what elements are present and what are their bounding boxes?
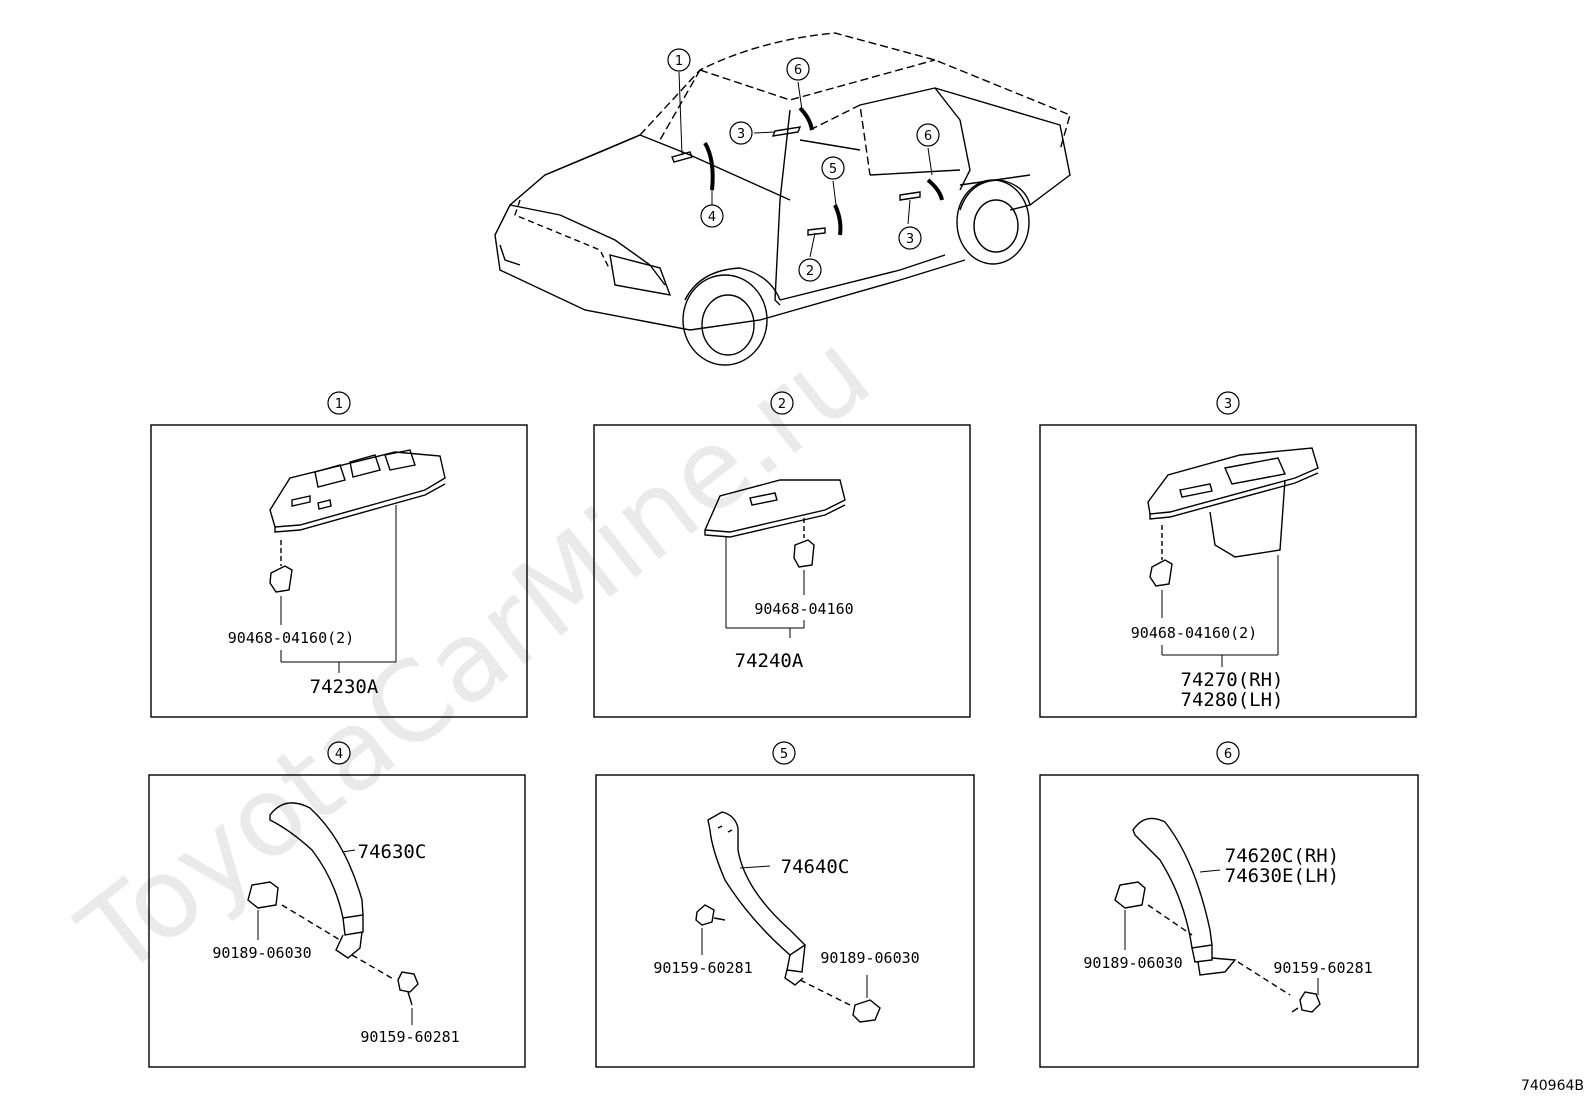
panel-5-number: 5 bbox=[780, 747, 788, 762]
overview-callout-6-rear-label: 6 bbox=[924, 129, 932, 144]
panel-6-rh-handle-part-number: 74620C(RH) bbox=[1225, 845, 1339, 867]
panel-3-leaders bbox=[1161, 555, 1279, 667]
panel-6-clip-part-number: 90189-06030 bbox=[1083, 954, 1182, 972]
overview-callout-4-label: 4 bbox=[708, 210, 716, 225]
panel-3-lh-part-number: 74280(LH) bbox=[1181, 689, 1284, 711]
overview-callout-5-label: 5 bbox=[829, 162, 837, 177]
overview-callout-6-rear: 6 bbox=[916, 123, 940, 147]
panel-5-leaders bbox=[701, 865, 868, 998]
panel-4: 4 74630C 90189-06030 90159-60281 bbox=[148, 741, 526, 1068]
panel-4-leaders bbox=[257, 849, 413, 1025]
panel-6-number: 6 bbox=[1224, 747, 1232, 762]
panel-3-clip-part-number: 90468-04160(2) bbox=[1131, 624, 1257, 642]
overview-callout-2: 2 bbox=[798, 258, 822, 282]
panel-4-screw-part-number: 90159-60281 bbox=[360, 1028, 459, 1046]
panel-4-number: 4 bbox=[335, 747, 343, 762]
overview-callout-1: 1 bbox=[667, 48, 691, 72]
panel-6: 6 74620C(RH) 74630E(LH) 90189-06030 9015… bbox=[1039, 741, 1419, 1068]
panel-2-number: 2 bbox=[778, 397, 786, 412]
panel-2-illustration bbox=[703, 479, 846, 568]
panel-5-screw-part-number: 90159-60281 bbox=[653, 959, 752, 977]
panel-2-leaders bbox=[725, 537, 805, 638]
panel-6-screw-part-number: 90159-60281 bbox=[1273, 959, 1372, 977]
panel-1-number: 1 bbox=[335, 397, 343, 412]
panel-6-leaders bbox=[1124, 869, 1319, 995]
panel-3-illustration bbox=[1147, 447, 1319, 587]
overview-callout-1-label: 1 bbox=[675, 54, 683, 69]
overview-callout-4: 4 bbox=[700, 204, 724, 228]
diagram-code: 740964B bbox=[1521, 1078, 1584, 1094]
overview-callout-6-front-label: 6 bbox=[794, 63, 802, 78]
panel-4-illustration bbox=[247, 802, 419, 1006]
overview-callout-5: 5 bbox=[821, 156, 845, 180]
panel-2-clip-part-number: 90468-04160 bbox=[754, 600, 853, 618]
panel-2-assembly-part-number: 74240A bbox=[735, 650, 804, 672]
panel-3: 3 90468-04160(2) 74270(RH) 74280(LH) bbox=[1039, 391, 1417, 718]
panel-1-clip-part-number: 90468-04160(2) bbox=[228, 629, 354, 647]
overview-callout-3-rear: 3 bbox=[898, 226, 922, 250]
overview-callouts: 1 6 3 5 6 4 2 3 bbox=[667, 48, 940, 282]
panel-1-leaders bbox=[280, 505, 397, 673]
panel-5-clip-part-number: 90189-06030 bbox=[820, 949, 919, 967]
panel-4-clip-part-number: 90189-06030 bbox=[212, 944, 311, 962]
overview-callout-leaders bbox=[678, 71, 933, 258]
panel-1-assembly-part-number: 74230A bbox=[310, 676, 379, 698]
panel-4-handle-part-number: 74630C bbox=[358, 841, 427, 863]
panel-6-illustration bbox=[1114, 817, 1321, 1013]
overview-callout-3-front-label: 3 bbox=[737, 127, 745, 142]
panel-3-rh-part-number: 74270(RH) bbox=[1181, 669, 1284, 691]
panel-5-illustration bbox=[695, 811, 881, 1023]
panel-5-handle-part-number: 74640C bbox=[781, 856, 850, 878]
panel-2: 2 90468-04160 74240A bbox=[593, 391, 971, 718]
overview-callout-3-front: 3 bbox=[729, 121, 753, 145]
car-overview-illustration bbox=[494, 32, 1071, 366]
overview-callout-6-front: 6 bbox=[786, 57, 810, 81]
overview-callout-2-label: 2 bbox=[806, 264, 814, 279]
panel-3-number: 3 bbox=[1224, 397, 1232, 412]
overview-callout-3-rear-label: 3 bbox=[906, 232, 914, 247]
panel-1-illustration bbox=[269, 449, 446, 593]
panel-1: 1 90468-04160(2) 74230A bbox=[150, 391, 528, 718]
panel-5: 5 74640C 90159-60281 90189-06030 bbox=[595, 741, 975, 1068]
panel-6-lh-handle-part-number: 74630E(LH) bbox=[1225, 865, 1339, 887]
